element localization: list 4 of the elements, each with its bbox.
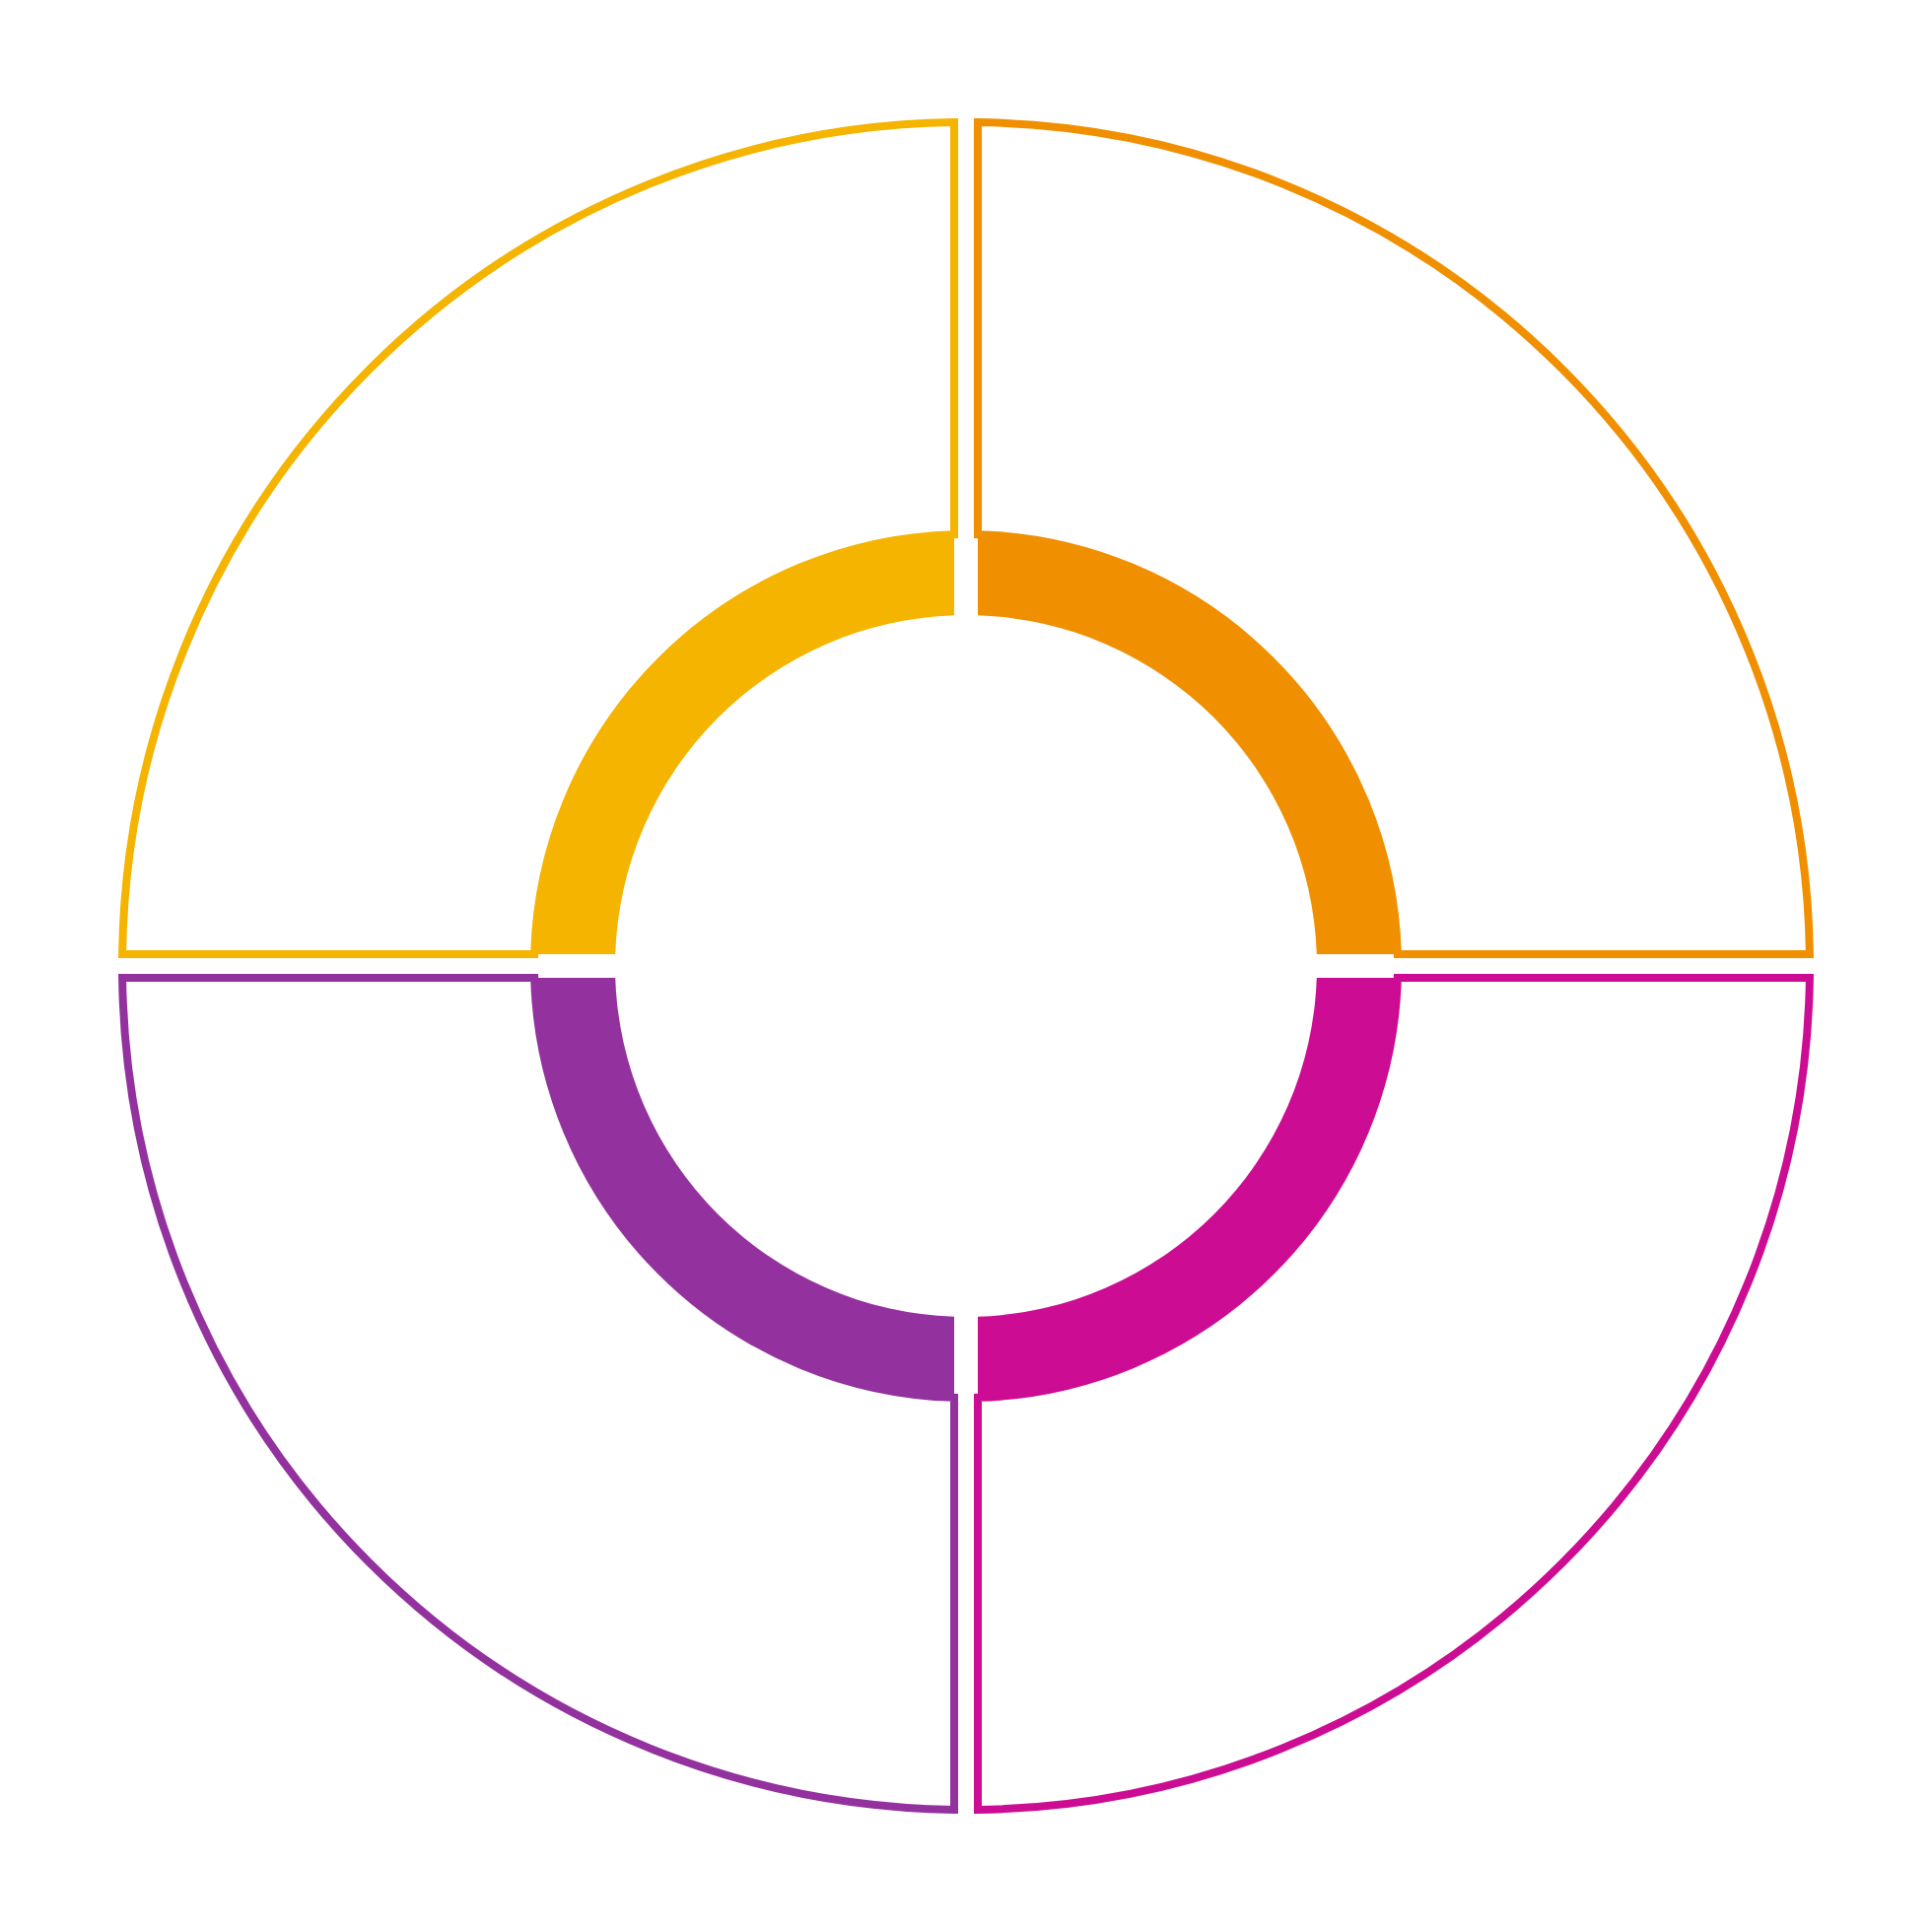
ring-sector [972,116,1816,960]
ring-sector [116,116,960,960]
ring-sector [972,972,1816,1816]
ring-sector [116,972,960,1816]
